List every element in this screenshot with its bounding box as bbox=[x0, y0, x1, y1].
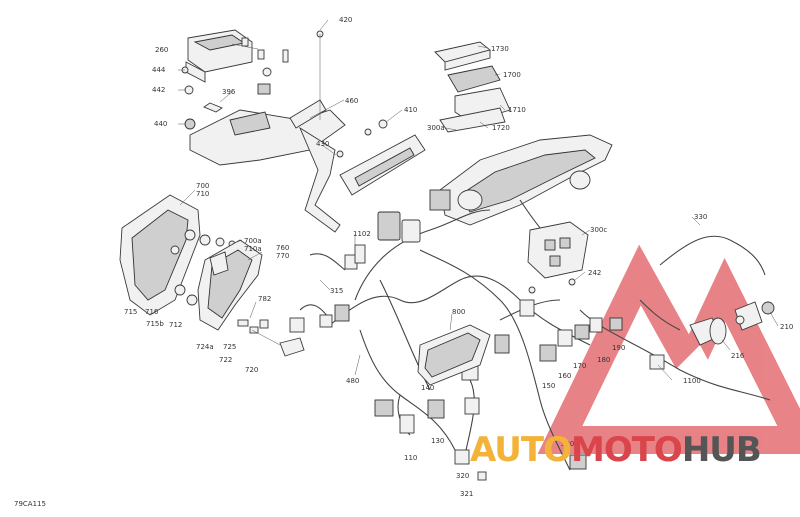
callout-150: 150 bbox=[542, 382, 555, 390]
callout-1102: 1102 bbox=[353, 230, 371, 238]
callout-700a: 700a bbox=[244, 237, 262, 245]
callout-460: 460 bbox=[345, 97, 358, 105]
callout-190: 190 bbox=[612, 344, 625, 352]
callout-770: 770 bbox=[276, 252, 289, 260]
callout-442: 442 bbox=[152, 86, 165, 94]
callout-440: 440 bbox=[154, 120, 167, 128]
callout-480: 480 bbox=[346, 377, 359, 385]
callout-216: 216 bbox=[731, 352, 745, 360]
callout-300a: 300a bbox=[427, 124, 445, 132]
callout-315: 315 bbox=[330, 287, 343, 295]
callout-1100: 1100 bbox=[683, 377, 701, 385]
callout-715: 715 bbox=[124, 308, 137, 316]
callout-782: 782 bbox=[258, 295, 271, 303]
wiring-harness bbox=[299, 199, 771, 471]
callout-300c: 300c bbox=[590, 226, 607, 234]
callout-396: 396 bbox=[222, 88, 236, 96]
callout-715b: 715b bbox=[146, 320, 164, 328]
callout-410: 410 bbox=[404, 106, 417, 114]
ecu-module bbox=[434, 41, 511, 133]
callout-700: 700 bbox=[196, 182, 209, 190]
callout-1720: 1720 bbox=[492, 124, 510, 132]
watermark-part3: HUB bbox=[681, 430, 762, 470]
callout-716: 716 bbox=[145, 308, 159, 316]
callout-710: 710 bbox=[196, 190, 209, 198]
headlight-housing-right bbox=[197, 239, 305, 357]
callout-labels: 260 444 442 440 396 420 460 410 430 1102… bbox=[124, 16, 793, 498]
callout-130: 130 bbox=[431, 437, 444, 445]
gauge-panel bbox=[439, 134, 613, 226]
watermark-part2: MOTO bbox=[570, 430, 683, 470]
callout-724a: 724a bbox=[196, 343, 214, 351]
callout-330: 330 bbox=[694, 213, 707, 221]
display-unit bbox=[417, 324, 491, 386]
callout-1730: 1730 bbox=[491, 45, 509, 53]
callout-1700: 1700 bbox=[503, 71, 521, 79]
bracket-bar bbox=[316, 30, 426, 196]
callout-800: 800 bbox=[452, 308, 465, 316]
callout-720: 720 bbox=[245, 366, 258, 374]
callout-420: 420 bbox=[339, 16, 352, 24]
cover-assembly bbox=[181, 29, 289, 130]
figure-code: 79CA115 bbox=[14, 500, 46, 508]
callout-160: 160 bbox=[558, 372, 571, 380]
callout-725: 725 bbox=[223, 343, 236, 351]
callout-321: 321 bbox=[460, 490, 473, 498]
callout-320: 320 bbox=[456, 472, 469, 480]
watermark-part1: AUTO bbox=[470, 430, 572, 470]
callout-260: 260 bbox=[155, 46, 168, 54]
watermark-logo-icon bbox=[537, 244, 800, 454]
callout-444: 444 bbox=[152, 66, 166, 74]
leader-lines bbox=[178, 19, 779, 381]
callout-430: 430 bbox=[316, 140, 329, 148]
watermark-text: AUTOMOTOHUB bbox=[470, 430, 762, 470]
callout-712: 712 bbox=[169, 321, 182, 329]
callout-300: 300 bbox=[561, 440, 574, 448]
mounting-plate bbox=[189, 99, 346, 233]
callout-1710: 1710 bbox=[508, 106, 526, 114]
callout-722: 722 bbox=[219, 356, 232, 364]
callout-140: 140 bbox=[421, 384, 434, 392]
callout-242: 242 bbox=[588, 269, 601, 277]
callout-210: 210 bbox=[780, 323, 793, 331]
sensor-components bbox=[689, 301, 775, 346]
callout-170: 170 bbox=[573, 362, 586, 370]
callout-180: 180 bbox=[597, 356, 610, 364]
callout-110: 110 bbox=[404, 454, 417, 462]
callout-710a: 710a bbox=[244, 245, 262, 253]
relay-bracket bbox=[527, 221, 589, 294]
harness-connectors bbox=[289, 189, 665, 481]
headlight-housing bbox=[119, 194, 236, 316]
callout-760: 760 bbox=[276, 244, 289, 252]
